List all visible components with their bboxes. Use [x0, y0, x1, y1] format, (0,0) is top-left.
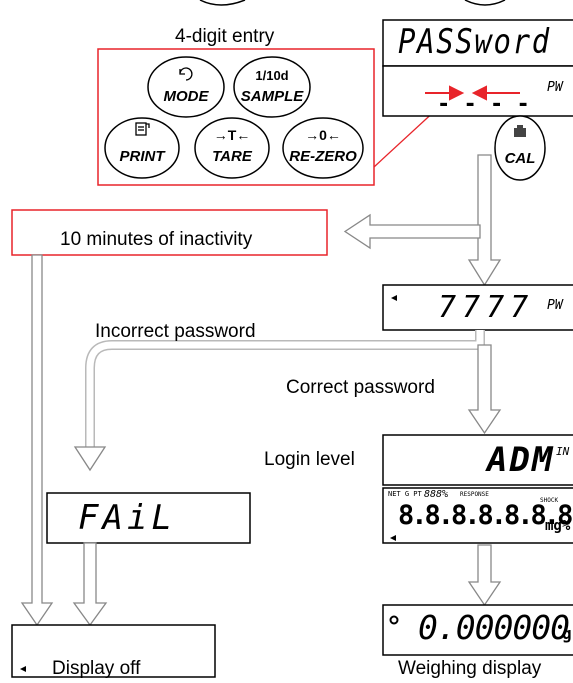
entry-suffix: PW: [547, 80, 563, 95]
sample-button-label[interactable]: SAMPLE: [240, 88, 304, 105]
weighing-display-text: 0.000000: [418, 608, 570, 647]
tare-button-label[interactable]: TARE: [212, 148, 252, 165]
inactivity-label: 10 minutes of inactivity: [60, 229, 253, 250]
fail-display-text: FAiL: [78, 498, 176, 538]
sample-button-top-label: 1/10d: [255, 68, 289, 83]
weighing-display-frame: [382, 604, 573, 656]
login-display-frame: [382, 434, 573, 486]
login-level-label: Login level: [264, 449, 355, 470]
print-button-shape[interactable]: [104, 117, 180, 179]
login-display-sup: IN: [556, 445, 570, 458]
mode-button-label[interactable]: MODE: [163, 88, 209, 105]
full-seg-top-mid: 888%: [424, 489, 449, 500]
login-display-text: ADM: [487, 440, 555, 480]
full-seg-top-left: NET G PT: [388, 490, 422, 498]
print-button-label[interactable]: PRINT: [119, 148, 165, 165]
keypad-title: 4-digit entry: [175, 26, 275, 47]
tare-button-top-label: →T←: [213, 127, 251, 143]
tare-button-shape[interactable]: [194, 117, 270, 179]
inactivity-box: [11, 209, 328, 256]
sample-button-shape[interactable]: [233, 56, 311, 118]
full-seg-top-right: RESPONSE: [460, 491, 489, 498]
entered-display-frame: [382, 284, 573, 331]
print-icon: [135, 122, 150, 136]
entered-suffix: PW: [547, 298, 563, 313]
display-off-label: Display off: [52, 658, 141, 679]
rezero-button-shape[interactable]: [282, 117, 364, 179]
keypad-frame: [97, 48, 375, 186]
incorrect-password-label: Incorrect password: [95, 321, 256, 342]
entry-digits: - - - -: [437, 92, 530, 117]
weight-icon: [514, 125, 526, 137]
password-display-text: PASSword: [398, 22, 551, 62]
weighing-unit: g: [562, 624, 572, 643]
cal-button-shape[interactable]: [494, 115, 546, 181]
display-off-frame: [11, 624, 216, 678]
full-seg-digits: 8.8.8.8.8.8.8: [398, 500, 573, 531]
cal-button-label[interactable]: CAL: [504, 150, 536, 167]
entered-display-text: 7777: [438, 290, 535, 325]
weighing-display-label: Weighing display: [398, 658, 542, 679]
full-segment-display-frame: [382, 487, 573, 544]
rezero-button-label[interactable]: RE-ZERO: [289, 148, 357, 165]
rezero-button-top-label: →0←: [305, 127, 341, 143]
mode-button-shape[interactable]: [147, 56, 225, 118]
full-seg-shock: SHOCK: [540, 497, 559, 504]
cycle-icon: [179, 67, 193, 81]
full-seg-units: mg%: [545, 518, 571, 534]
fail-display-frame: [46, 492, 251, 544]
correct-password-label: Correct password: [286, 377, 435, 398]
